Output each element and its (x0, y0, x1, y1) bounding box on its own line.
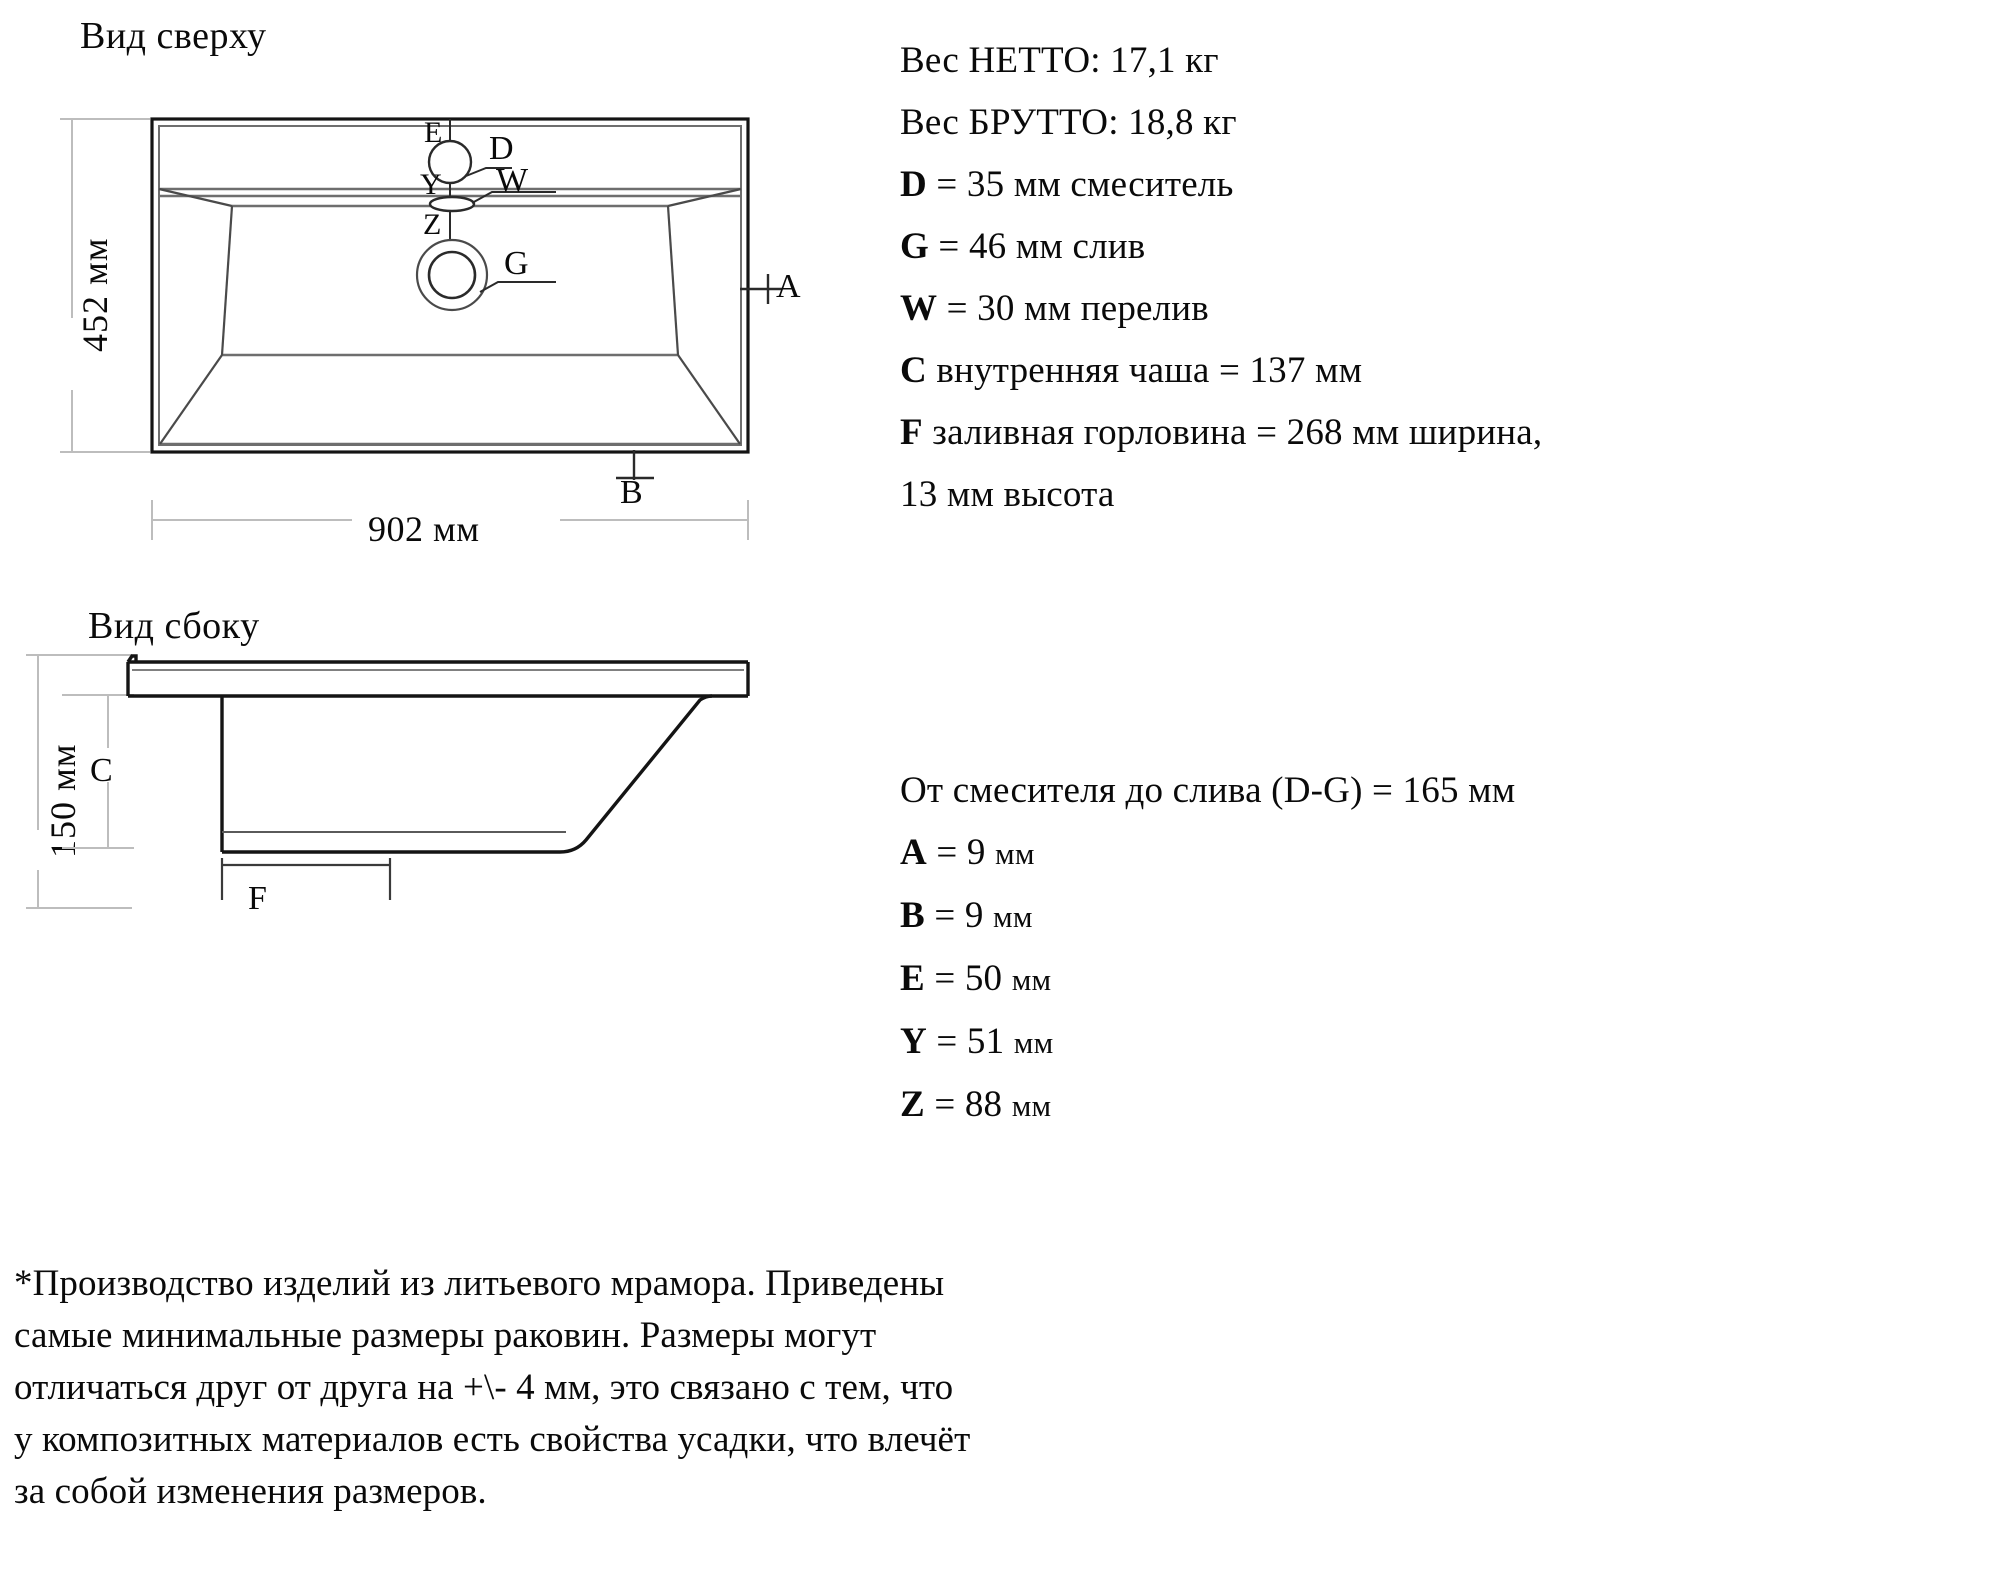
spec-unit: мм (993, 899, 1033, 934)
spec-text: = 35 мм смеситель (926, 164, 1234, 205)
callout-Z: Z (423, 208, 442, 241)
spec-text: заливная горловина = 268 мм ширина, (922, 412, 1543, 453)
top-view-title: Вид сверху (80, 15, 267, 57)
spec-key: E (900, 958, 925, 999)
spec-unit: мм (1013, 1025, 1054, 1060)
spec-line-c-inner-bowl: C внутренняя чаша = 137 мм (900, 340, 1542, 402)
spec-key: Z (900, 1084, 925, 1125)
spec-key: Y (900, 1021, 927, 1062)
callout-E: E (424, 116, 443, 149)
spec-key: W (900, 288, 938, 329)
footnote-line: отличаться друг от друга на +\- 4 мм, эт… (14, 1367, 954, 1408)
footnote-line: у композитных материалов есть свойства у… (14, 1419, 971, 1460)
spec-key: B (900, 895, 925, 936)
spec-key: A (900, 832, 927, 873)
spec-line-e: E = 50 мм (900, 948, 1515, 1011)
spec-key: G (900, 226, 929, 267)
callout-W: W (496, 162, 529, 199)
overflow-hole-ellipse (428, 195, 476, 213)
callout-Y: Y (420, 168, 442, 201)
spec-key: C (900, 350, 927, 391)
drain-inner-circle (427, 250, 477, 300)
footnote-line: *Производство изделий из литьевого мрамо… (14, 1263, 945, 1304)
footnote-disclaimer: *Производство изделий из литьевого мрамо… (14, 1258, 1274, 1518)
spec-line-z: Z = 88 мм (900, 1074, 1515, 1137)
spec-line-g-drain: G = 46 мм слив (900, 216, 1542, 278)
callout-F: F (248, 880, 267, 917)
spec-unit: мм (995, 836, 1035, 871)
spec-line-d-faucet: D = 35 мм смеситель (900, 154, 1542, 216)
spec-unit: мм (1011, 1088, 1052, 1123)
spec-text: = 50 (924, 958, 1012, 999)
spec-text: = 30 мм перелив (937, 288, 1209, 329)
spec-line-b: B = 9 мм (900, 885, 1515, 948)
spec-text: = 9 (924, 895, 994, 936)
spec-line-f-filler-neck: F заливная горловина = 268 мм ширина, (900, 402, 1542, 464)
spec-key: F (900, 412, 923, 453)
spec-text: Вес БРУТТО: 18,8 кг (900, 102, 1237, 143)
side-view-title: Вид сбоку (88, 605, 260, 647)
spec-line-w-overflow: W = 30 мм перелив (900, 278, 1542, 340)
spec-text: 13 мм высота (900, 474, 1115, 515)
footnote-line: самые минимальные размеры раковин. Разме… (14, 1315, 877, 1356)
spec-text: = 88 (924, 1084, 1012, 1125)
spec-line-y: Y = 51 мм (900, 1011, 1515, 1074)
top-view-drawing (60, 117, 782, 540)
callout-A: A (776, 268, 801, 305)
side-view-drawing (26, 654, 750, 909)
spec-line-gross-weight: Вес БРУТТО: 18,8 кг (900, 92, 1542, 154)
callout-C: C (90, 752, 113, 789)
spec-text: От смесителя до слива (D-G) = 165 мм (900, 770, 1516, 811)
spec-text: = 9 (926, 832, 996, 873)
footnote-line: за собой изменения размеров. (14, 1471, 487, 1512)
spec-line-net-weight: Вес НЕТТО: 17,1 кг (900, 30, 1542, 92)
specification-list-secondary: От смесителя до слива (D-G) = 165 мм A =… (900, 760, 1515, 1137)
spec-line-faucet-to-drain: От смесителя до слива (D-G) = 165 мм (900, 760, 1515, 822)
spec-line-a: A = 9 мм (900, 822, 1515, 885)
spec-line-f-filler-neck-height: 13 мм высота (900, 464, 1542, 526)
spec-text: Вес НЕТТО: 17,1 кг (900, 40, 1219, 81)
spec-text: = 46 мм слив (928, 226, 1146, 267)
faucet-hole-circle (427, 139, 473, 185)
specification-list-primary: Вес НЕТТО: 17,1 кг Вес БРУТТО: 18,8 кг D… (900, 30, 1542, 526)
callout-B: B (620, 474, 643, 511)
spec-text: = 51 (926, 1021, 1014, 1062)
callout-G: G (504, 245, 529, 282)
callout-D: D (489, 130, 514, 167)
spec-unit: мм (1011, 962, 1052, 997)
spec-text: внутренняя чаша = 137 мм (926, 350, 1363, 391)
top-view-width-dimension-label: 902 мм (368, 509, 480, 549)
spec-key: D (900, 164, 927, 205)
